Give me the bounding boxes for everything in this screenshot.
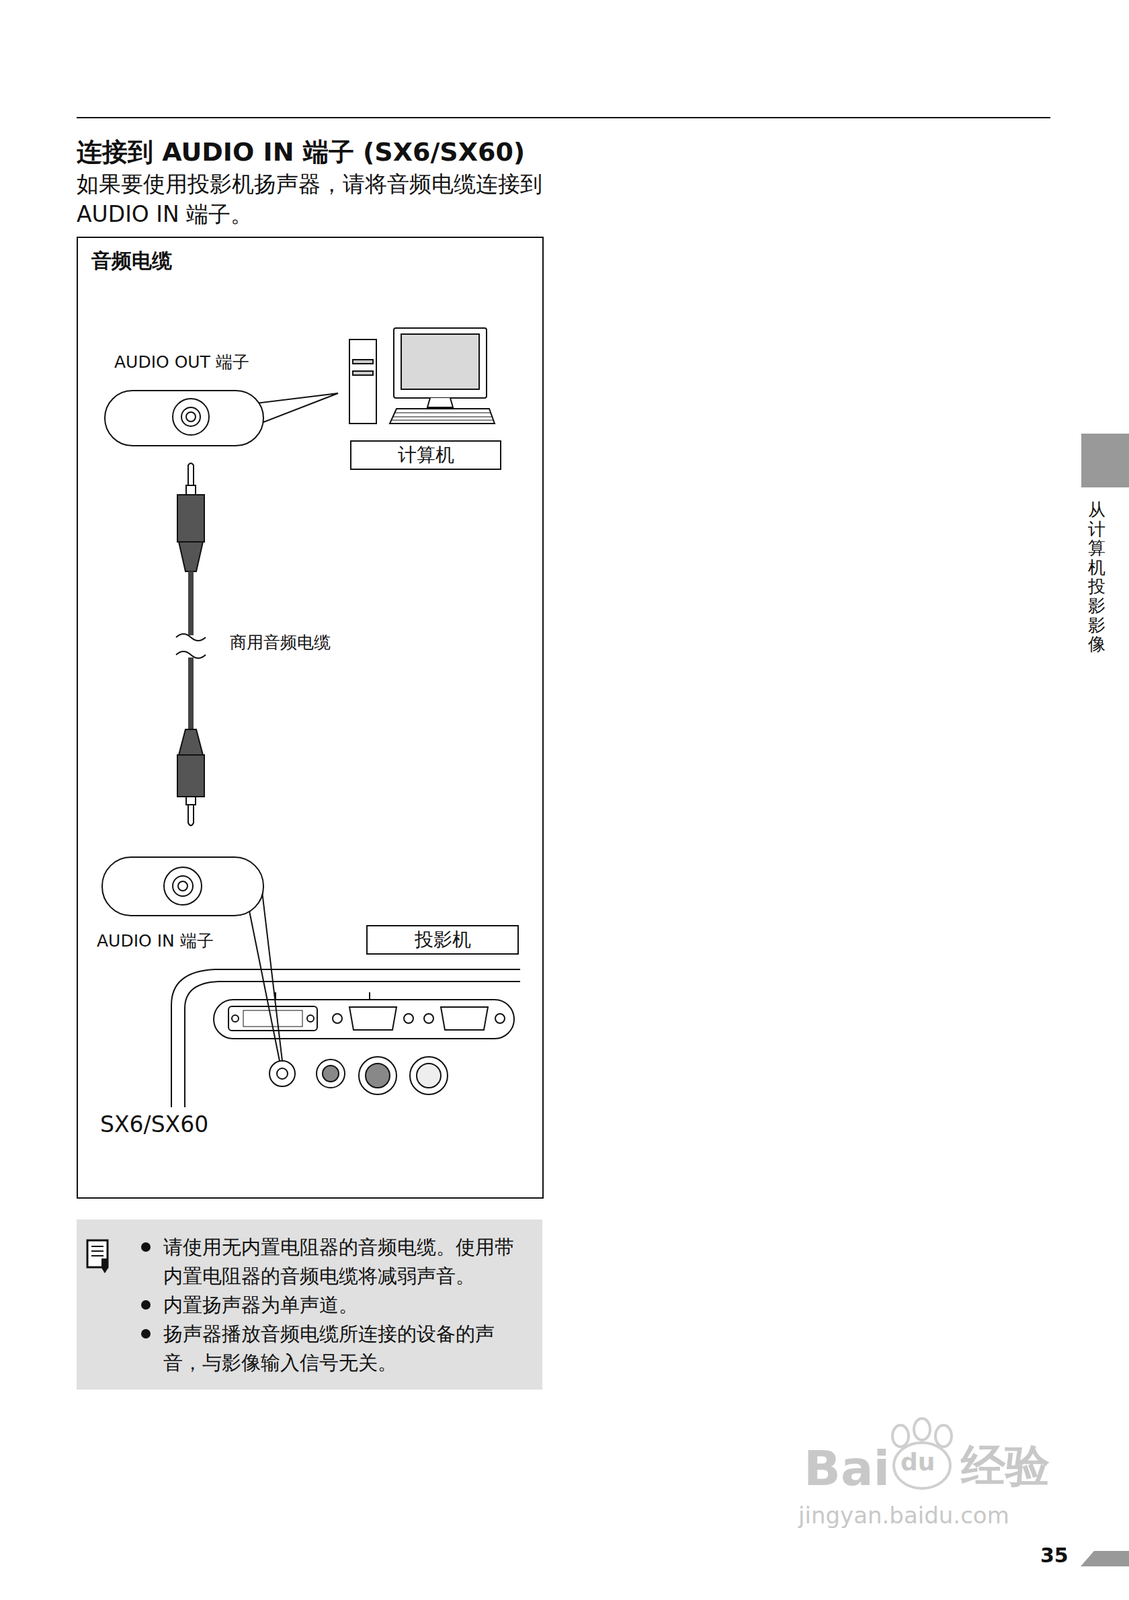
- audio-in-callout: [102, 856, 283, 1061]
- box-label: 投影机: [371, 927, 514, 952]
- page-title: 连接到 AUDIO IN 端子 (SX6/SX60): [76, 135, 525, 169]
- figure-heading: 音频电缆: [91, 247, 529, 274]
- note-box: 请使用无内置电阻器的音频电缆。使用带内置电阻器的音频电缆将减弱声音。内置扬声器为…: [76, 1219, 543, 1390]
- box-label: 计算机: [355, 442, 496, 468]
- note-item: 内置扬声器为单声道。: [163, 1290, 529, 1320]
- note-item: 扬声器播放音频电缆所连接的设备的声音，与影像输入信号无关。: [163, 1319, 529, 1377]
- rule-line: [76, 116, 1051, 119]
- watermark: du: [900, 1446, 935, 1478]
- device-box: 计算机: [350, 440, 502, 470]
- watermark-paw: [892, 1417, 952, 1488]
- terminal-label: AUDIO OUT 端子: [114, 351, 250, 374]
- intro-text: 如果要使用投影机扬声器，请将音频电缆连接到 AUDIO IN 端子。: [76, 168, 548, 230]
- figure-frame: 音频电缆计算机投影机: [76, 236, 544, 1199]
- watermark: jingyan.baidu.com: [798, 1499, 1010, 1530]
- watermark: Bai: [803, 1436, 890, 1500]
- terminal-label: AUDIO IN 端子: [96, 930, 214, 953]
- section-label: 从计算机投影影像: [1088, 499, 1106, 654]
- note-item: 请使用无内置电阻器的音频电缆。使用带内置电阻器的音频电缆将减弱声音。: [163, 1232, 529, 1291]
- audio-out-callout: [104, 390, 339, 446]
- page-number: 35: [1040, 1541, 1069, 1568]
- device-box: 投影机: [366, 924, 519, 955]
- audio-cable: [176, 463, 206, 826]
- section-tab: [1081, 433, 1129, 488]
- computer-illustration: [349, 327, 495, 424]
- model-label: SX6/SX60: [100, 1110, 209, 1140]
- projector-panel: [171, 969, 521, 1107]
- page-bar: [1080, 1550, 1129, 1566]
- watermark: 经验: [960, 1436, 1050, 1495]
- cable-label: 商用音频电缆: [229, 631, 331, 654]
- note-icon: [85, 1237, 115, 1276]
